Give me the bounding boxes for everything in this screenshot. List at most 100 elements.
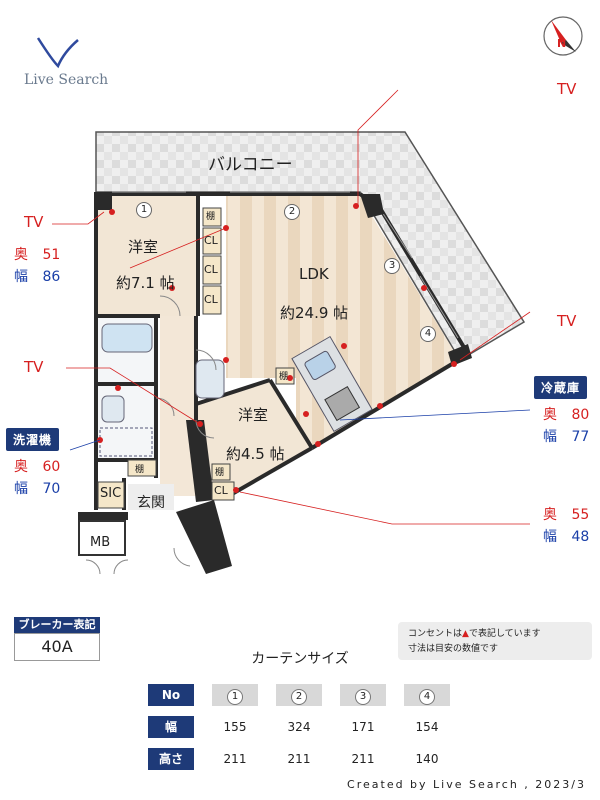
closet-label: CL [214, 484, 228, 497]
footer-credit: Created by Live Search , 2023/3 [347, 778, 586, 791]
curtain-number-3: 3 [340, 684, 386, 706]
entry-wall [176, 500, 232, 574]
western-room-2-size: 約4.5 帖 [226, 445, 285, 463]
breaker-value: 40A [14, 633, 100, 661]
curtain-title: カーテンサイズ [251, 651, 349, 667]
compass-icon [543, 16, 583, 56]
mb-wall [78, 512, 128, 520]
tv-label: TV [557, 80, 577, 98]
pillar [98, 196, 112, 210]
curtain-header-height: 高さ [148, 748, 194, 770]
fridge-title: 冷蔵庫 [534, 376, 588, 399]
width-label: 幅 [14, 269, 28, 285]
closet-label: CL [204, 234, 218, 247]
depth-label: 奥 [14, 247, 28, 263]
depth-value: 55 [571, 507, 590, 523]
washbasin-icon [101, 395, 125, 423]
window-number-3: 3 [384, 258, 400, 274]
width-label: 幅 [543, 529, 557, 545]
curtain-number-text: 1 [227, 689, 243, 705]
depth-value: 60 [42, 459, 61, 475]
curtain-height-1: 211 [223, 752, 247, 766]
mb-label: MB [90, 535, 111, 550]
western-room-2-name: 洋室 [238, 406, 269, 424]
breaker-title: ブレーカー表記 [14, 617, 100, 633]
note-dimensions: 寸法は目安の数値です [408, 644, 499, 654]
curtain-width-4: 154 [415, 720, 439, 734]
balcony-label: バルコニー [208, 155, 293, 175]
curtain-number-text: 2 [291, 689, 307, 705]
shelf-label: 棚 [279, 372, 289, 382]
outlet-marker-icon: ▲ [462, 629, 469, 639]
leader-lines [52, 89, 531, 525]
ldk-name: LDK [299, 265, 329, 283]
note-outlet-text-2: で表記しています [468, 629, 541, 639]
washer-depth: 奥 60 [14, 456, 60, 476]
bathtub-icon [101, 323, 153, 353]
brand-name: Live Search [24, 72, 109, 88]
curtain-number-text: 4 [419, 689, 435, 705]
ldk-floor [226, 196, 458, 448]
western-room-1-size: 約7.1 帖 [116, 274, 175, 292]
western-room-1-name: 洋室 [128, 238, 159, 256]
washer-title: 洗濯機 [6, 428, 60, 451]
width-label: 幅 [543, 429, 557, 445]
shelf-label: 棚 [215, 468, 225, 478]
closet-label: CL [204, 293, 218, 306]
tv-label: TV [557, 312, 577, 330]
curtain-width-2: 324 [287, 720, 311, 734]
fridge-width: 幅 77 [543, 426, 589, 446]
curtain-header-width: 幅 [148, 716, 194, 738]
width-label: 幅 [14, 481, 28, 497]
depth-label: 奥 [14, 459, 28, 475]
window-number-2: 2 [284, 204, 300, 220]
closet-label: CL [204, 263, 218, 276]
depth-value: 80 [571, 407, 590, 423]
pillar [360, 194, 384, 218]
washer-width: 幅 70 [14, 478, 60, 498]
entrance-floor [128, 484, 174, 510]
window-number-1: 1 [136, 202, 152, 218]
depth-label: 奥 [543, 407, 557, 423]
notes-box: コンセントは▲で表記しています 寸法は目安の数値です [398, 622, 592, 660]
tv-label: TV [24, 358, 44, 376]
width-value: 48 [571, 529, 590, 545]
curtain-width-1: 155 [223, 720, 247, 734]
entrance-label: 玄関 [137, 495, 165, 511]
logo-mark-icon [36, 37, 79, 69]
curtain-height-3: 211 [351, 752, 375, 766]
width-value: 70 [42, 481, 61, 497]
depth-value: 51 [42, 247, 61, 263]
curtain-height-4: 140 [415, 752, 439, 766]
compass-label: N [557, 37, 567, 50]
room2-cl-width: 幅 48 [543, 526, 589, 546]
sink-icon [304, 350, 336, 381]
room2-cl-depth: 奥 55 [543, 504, 589, 524]
room1-tv-width: 幅 86 [14, 266, 60, 286]
stove-icon [324, 385, 361, 422]
curtain-number-2: 2 [276, 684, 322, 706]
tv-label: TV [24, 213, 44, 231]
curtain-number-1: 1 [212, 684, 258, 706]
pillar [186, 420, 214, 502]
curtain-header-no: No [148, 684, 194, 706]
width-value: 77 [571, 429, 590, 445]
pillar [448, 344, 472, 366]
depth-label: 奥 [543, 507, 557, 523]
hall-floor [160, 316, 196, 496]
shelf-label: 棚 [206, 212, 216, 222]
room1-tv-depth: 奥 51 [14, 244, 60, 264]
curtain-height-2: 211 [287, 752, 311, 766]
note-outlet: コンセントは▲で表記しています [408, 627, 582, 642]
leader-lines-blue [69, 409, 531, 451]
fridge-depth: 奥 80 [543, 404, 589, 424]
curtain-width-3: 171 [351, 720, 375, 734]
curtain-number-text: 3 [355, 689, 371, 705]
note-outlet-text: コンセントは [408, 629, 463, 639]
mb-box [78, 520, 126, 556]
sic-label: SIC [100, 486, 122, 501]
curtain-number-4: 4 [404, 684, 450, 706]
ldk-size: 約24.9 帖 [280, 304, 349, 322]
toilet-icon [195, 359, 225, 399]
